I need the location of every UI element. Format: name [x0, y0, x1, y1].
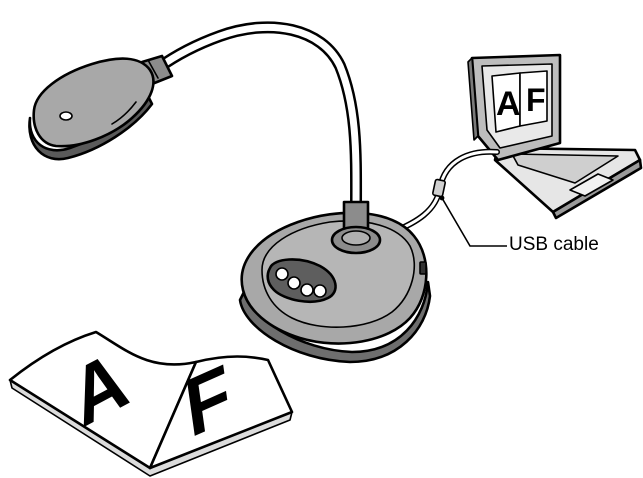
laptop-touchpad [569, 173, 614, 197]
usb-cable-leader-line [441, 197, 507, 247]
control-button-2 [287, 276, 301, 290]
control-button-3 [300, 283, 314, 297]
control-button-1 [275, 267, 289, 281]
base-side-port [419, 261, 427, 275]
gooseneck-outline [154, 21, 363, 216]
screen-letter-f: F [526, 82, 546, 118]
arm-collar [342, 200, 370, 232]
book-left-page [8, 330, 198, 470]
laptop: A F [467, 53, 643, 220]
head-light-strip [111, 101, 137, 125]
usb-connector [432, 178, 446, 198]
laptop-keyboard [511, 153, 619, 184]
usb-cable [395, 148, 507, 247]
gooseneck-arm [140, 21, 382, 255]
laptop-lid-edge [467, 57, 479, 141]
usb-cable-leader-dot [439, 195, 445, 201]
usb-cable-core [396, 150, 499, 232]
gooseneck-fill [155, 23, 360, 216]
screen-book-right-page [519, 70, 548, 127]
usb-cable-outline [395, 148, 500, 233]
head-body [32, 57, 155, 148]
document-book: A F [8, 330, 294, 477]
head-underside [28, 94, 154, 161]
camera-lens [59, 111, 73, 121]
arm-head-joint-ring [147, 59, 159, 79]
usb-cable-label: USB cable [509, 234, 599, 255]
base-bottom-plate [238, 280, 432, 364]
book-right-page [148, 355, 294, 470]
arm-socket-inner [341, 230, 371, 246]
screen-letter-a: A [496, 85, 521, 123]
control-button-4 [313, 284, 327, 298]
camera-head [28, 57, 155, 161]
book-spine [149, 361, 197, 469]
